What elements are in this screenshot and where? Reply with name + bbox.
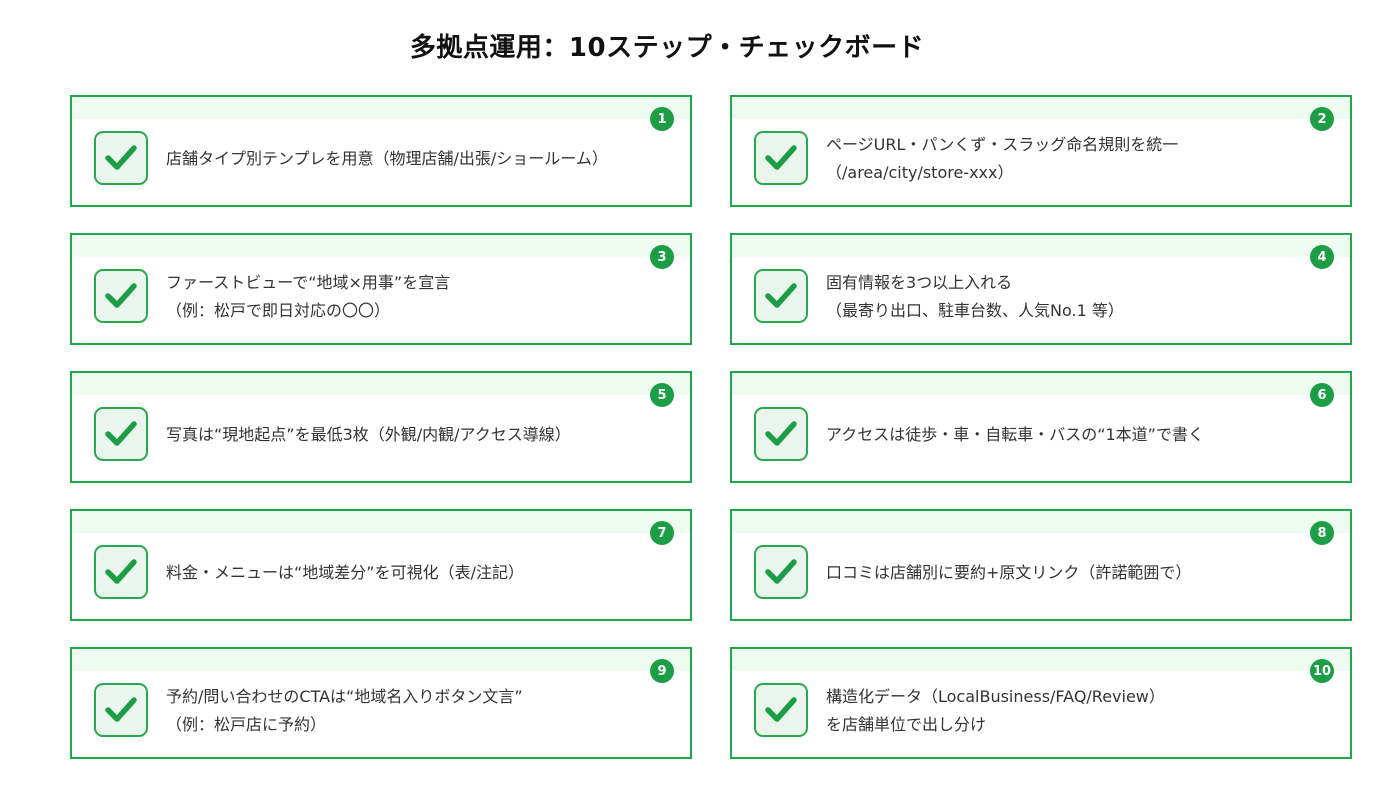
checkmark-icon	[765, 559, 797, 584]
checklist-card: 5 写真は“現地起点”を最低3枚（外観/内観/アクセス導線）	[70, 371, 692, 483]
card-header-band	[732, 97, 1350, 119]
step-text-line1: 固有情報を3つ以上入れる	[826, 273, 1013, 292]
checkmark-icon	[105, 421, 137, 446]
step-text-line2: （/area/city/store-xxx）	[826, 163, 1014, 182]
checklist-card: 4 固有情報を3つ以上入れる （最寄り出口、駐車台数、人気No.1 等）	[730, 233, 1352, 345]
checkbox[interactable]	[94, 407, 148, 461]
checklist-card: 6 アクセスは徒歩・車・自転車・バスの“1本道”で書く	[730, 371, 1352, 483]
checkbox[interactable]	[754, 545, 808, 599]
checkbox[interactable]	[754, 131, 808, 185]
step-text: 口コミは店舗別に要約+原文リンク（許諾範囲で）	[826, 511, 1191, 619]
checklist-card: 3 ファーストビューで“地域×用事”を宣言 （例：松戸で即日対応の〇〇）	[70, 233, 692, 345]
step-text: ファーストビューで“地域×用事”を宣言 （例：松戸で即日対応の〇〇）	[166, 235, 450, 343]
step-text: ページURL・パンくず・スラッグ命名規則を統一 （/area/city/stor…	[826, 97, 1178, 205]
step-text-line1: 予約/問い合わせのCTAは“地域名入りボタン文言”	[166, 687, 523, 706]
checkmark-icon	[765, 145, 797, 170]
checklist-card: 10 構造化データ（LocalBusiness/FAQ/Review） を店舗単…	[730, 647, 1352, 759]
checkmark-icon	[105, 145, 137, 170]
step-text: 予約/問い合わせのCTAは“地域名入りボタン文言” （例：松戸店に予約）	[166, 649, 523, 757]
card-header-band	[732, 373, 1350, 395]
step-text-line1: 店舗タイプ別テンプレを用意（物理店舗/出張/ショールーム）	[166, 149, 608, 168]
page-title: 多拠点運用：10ステップ・チェックボード	[409, 33, 925, 63]
step-number-badge: 1	[650, 107, 674, 131]
card-header-band	[72, 649, 690, 671]
checklist-card: 1 店舗タイプ別テンプレを用意（物理店舗/出張/ショールーム）	[70, 95, 692, 207]
step-text-line1: アクセスは徒歩・車・自転車・バスの“1本道”で書く	[826, 425, 1204, 444]
card-header-band	[732, 235, 1350, 257]
card-header-band	[72, 511, 690, 533]
step-text-line1: 写真は“現地起点”を最低3枚（外観/内観/アクセス導線）	[166, 425, 571, 444]
checkmark-icon	[105, 697, 137, 722]
step-text-line2: を店舗単位で出し分け	[826, 715, 987, 734]
checkmark-icon	[105, 559, 137, 584]
step-number-badge: 3	[650, 245, 674, 269]
step-number-badge: 2	[1310, 107, 1334, 131]
checkbox[interactable]	[94, 131, 148, 185]
checklist-card: 2 ページURL・パンくず・スラッグ命名規則を統一 （/area/city/st…	[730, 95, 1352, 207]
checklist-card: 9 予約/問い合わせのCTAは“地域名入りボタン文言” （例：松戸店に予約）	[70, 647, 692, 759]
step-text: 店舗タイプ別テンプレを用意（物理店舗/出張/ショールーム）	[166, 97, 608, 205]
card-header-band	[732, 649, 1350, 671]
checkbox[interactable]	[754, 683, 808, 737]
checkmark-icon	[765, 283, 797, 308]
step-text-line1: 料金・メニューは“地域差分”を可視化（表/注記）	[166, 563, 524, 582]
step-text: 料金・メニューは“地域差分”を可視化（表/注記）	[166, 511, 524, 619]
step-text: 構造化データ（LocalBusiness/FAQ/Review） を店舗単位で出…	[826, 649, 1165, 757]
step-text-line1: 構造化データ（LocalBusiness/FAQ/Review）	[826, 687, 1165, 706]
step-text-line1: 口コミは店舗別に要約+原文リンク（許諾範囲で）	[826, 563, 1192, 582]
step-text-line1: ファーストビューで“地域×用事”を宣言	[166, 273, 451, 292]
checklist-card: 7 料金・メニューは“地域差分”を可視化（表/注記）	[70, 509, 692, 621]
checklist-card: 8 口コミは店舗別に要約+原文リンク（許諾範囲で）	[730, 509, 1352, 621]
step-number-badge: 4	[1310, 245, 1334, 269]
step-number-badge: 5	[650, 383, 674, 407]
checkmark-icon	[765, 697, 797, 722]
card-header-band	[72, 235, 690, 257]
step-number-badge: 10	[1310, 659, 1334, 683]
step-text: 写真は“現地起点”を最低3枚（外観/内観/アクセス導線）	[166, 373, 571, 481]
checkmark-icon	[105, 283, 137, 308]
step-text-line2: （例：松戸店に予約）	[166, 715, 327, 734]
step-number-badge: 9	[650, 659, 674, 683]
step-text: アクセスは徒歩・車・自転車・バスの“1本道”で書く	[826, 373, 1204, 481]
checkbox[interactable]	[94, 269, 148, 323]
checkbox[interactable]	[94, 545, 148, 599]
card-header-band	[732, 511, 1350, 533]
step-number-badge: 6	[1310, 383, 1334, 407]
card-header-band	[72, 97, 690, 119]
step-text-line1: ページURL・パンくず・スラッグ命名規則を統一	[826, 135, 1179, 154]
step-text-line2: （例：松戸で即日対応の〇〇）	[166, 301, 391, 320]
step-number-badge: 7	[650, 521, 674, 545]
checkbox[interactable]	[754, 269, 808, 323]
step-text-line2: （最寄り出口、駐車台数、人気No.1 等）	[826, 301, 1124, 320]
checkbox[interactable]	[94, 683, 148, 737]
card-header-band	[72, 373, 690, 395]
checkbox[interactable]	[754, 407, 808, 461]
step-number-badge: 8	[1310, 521, 1334, 545]
checkmark-icon	[765, 421, 797, 446]
step-text: 固有情報を3つ以上入れる （最寄り出口、駐車台数、人気No.1 等）	[826, 235, 1124, 343]
